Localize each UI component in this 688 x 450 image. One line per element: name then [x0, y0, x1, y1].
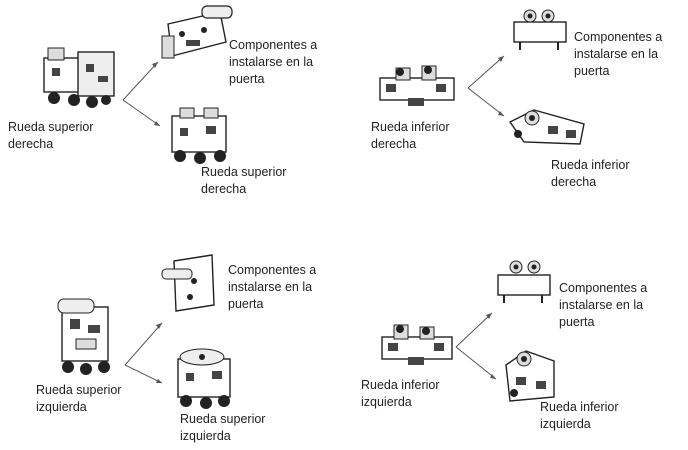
- assembly-label: Rueda inferior izquierda: [361, 378, 440, 409]
- split-arrow-icon: [124, 322, 163, 384]
- door-components-label: Componentes a instalarse en la puerta: [559, 281, 648, 329]
- door-bracket-icon: [513, 9, 567, 50]
- wheel-unit-icon: [508, 109, 585, 145]
- wheel-unit-icon: [505, 350, 555, 402]
- door-components-label: Componentes a instalarse en la puerta: [574, 30, 663, 78]
- door-bracket-icon: [161, 254, 215, 312]
- panel-upper-right: Rueda superior derecha Componentes a ins…: [0, 0, 344, 225]
- door-components-label: Componentes a instalarse en la puerta: [228, 263, 317, 311]
- wheel-label: Rueda inferior derecha: [551, 158, 630, 189]
- wheel-assembly-icon: [379, 65, 455, 106]
- wheel-assembly-icon: [57, 298, 110, 375]
- split-arrow-icon: [467, 55, 505, 117]
- assembly-label: Rueda superior derecha: [8, 120, 94, 151]
- door-bracket-icon: [497, 260, 551, 303]
- wheel-label: Rueda superior izquierda: [180, 412, 266, 443]
- assembly-label: Rueda superior izquierda: [36, 383, 122, 414]
- wheel-label: Rueda superior derecha: [201, 165, 287, 196]
- wheel-unit-icon: [171, 107, 227, 164]
- door-bracket-icon: [161, 5, 233, 59]
- assembly-label: Rueda inferior derecha: [371, 120, 450, 151]
- wheel-assembly-icon: [381, 324, 453, 365]
- wheel-assembly-icon: [43, 47, 115, 108]
- panel-upper-left: Rueda superior izquierda Componentes a i…: [0, 225, 344, 450]
- wheel-unit-icon: [177, 348, 231, 409]
- split-arrow-icon: [455, 312, 497, 380]
- panel-lower-left: Rueda inferior izquierda Componentes a i…: [344, 225, 688, 450]
- panel-lower-right: Rueda inferior derecha Componentes a ins…: [344, 0, 688, 225]
- wheel-label: Rueda inferior izquierda: [540, 400, 619, 431]
- split-arrow-icon: [122, 61, 161, 127]
- door-components-label: Componentes a instalarse en la puerta: [229, 38, 318, 86]
